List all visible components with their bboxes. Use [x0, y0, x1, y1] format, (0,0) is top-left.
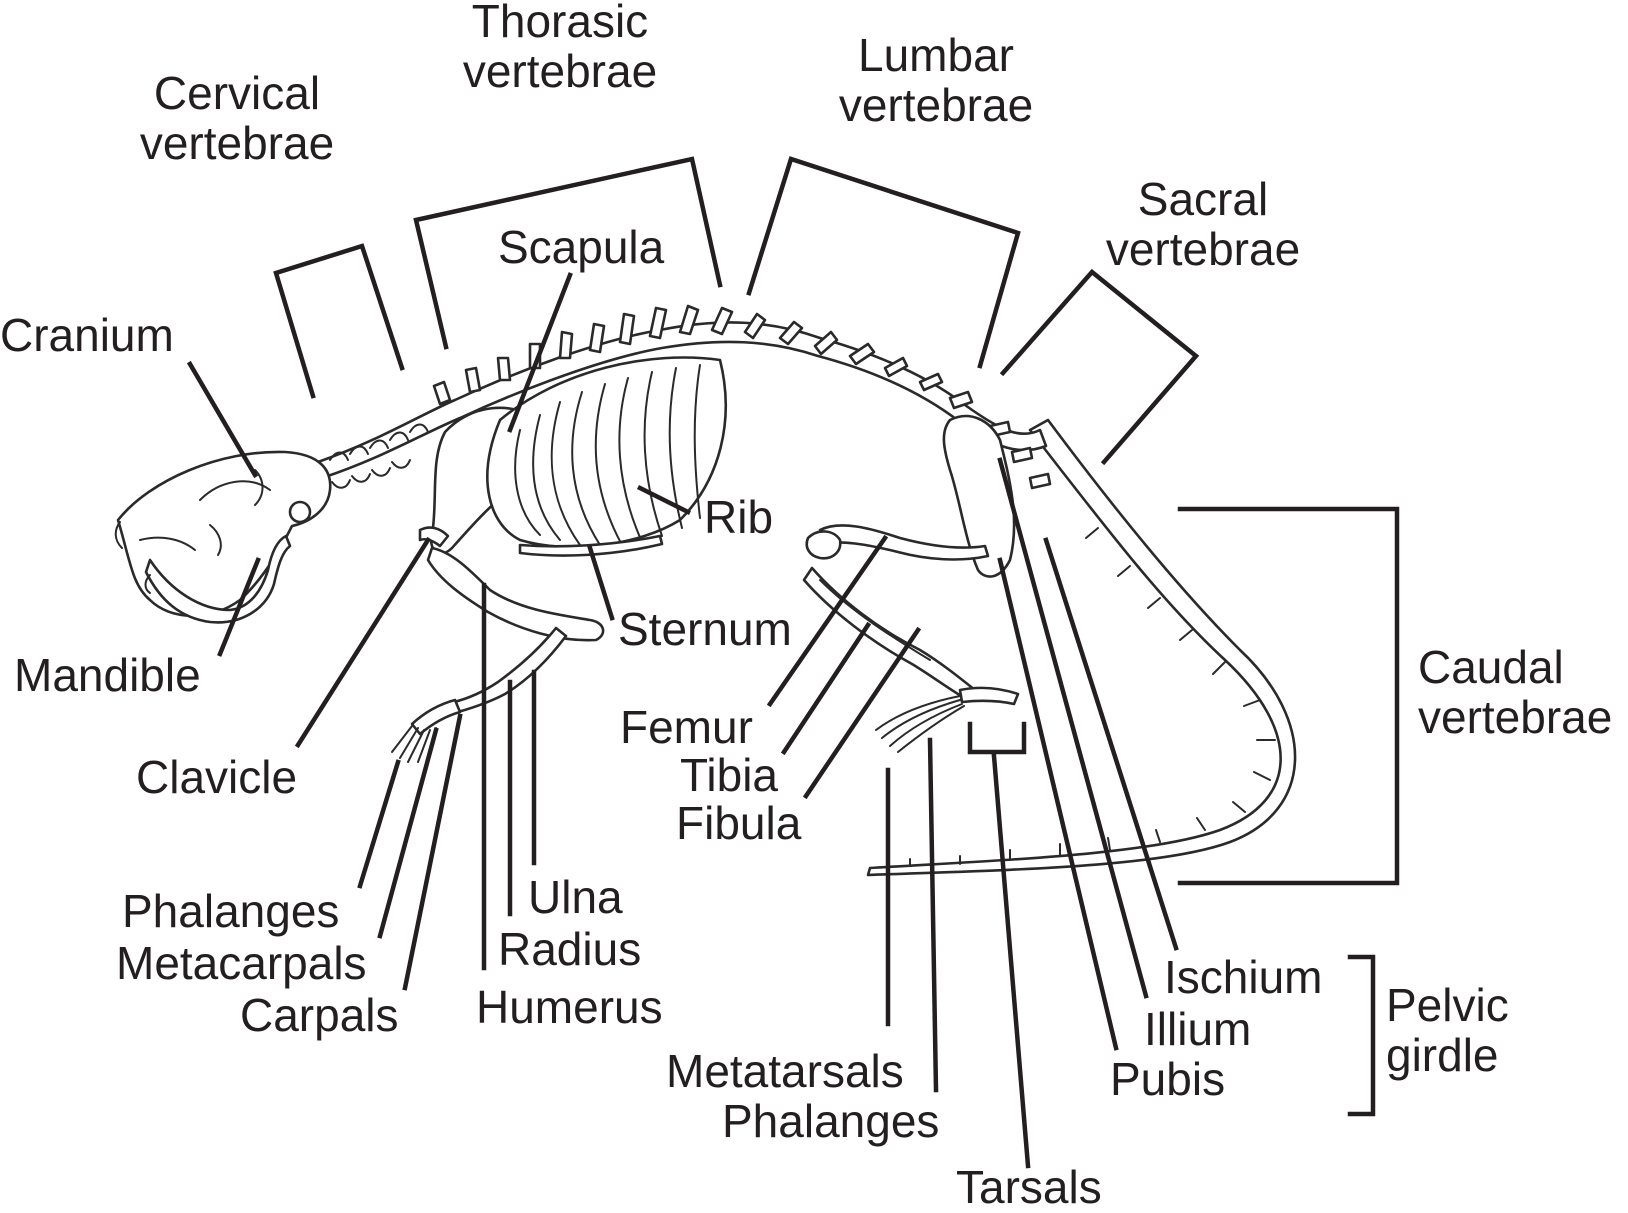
- hindpaw-tarsals: [958, 686, 1020, 706]
- pelvic-line-2: girdle: [1386, 1029, 1499, 1081]
- humerus-bone: [426, 546, 605, 642]
- cervical-line-1: Cervical: [153, 67, 321, 119]
- incisors: [114, 521, 151, 594]
- sacral-line-2: vertebrae: [1105, 223, 1301, 275]
- forepaw-carpals: [410, 698, 462, 736]
- label-metacarpals: Metacarpals: [116, 937, 367, 989]
- fibula-line: [819, 579, 931, 661]
- tarsals-leader: [991, 753, 1031, 1169]
- label-pelvic-girdle: Pelvic girdle: [1386, 980, 1509, 1080]
- label-phalanges-hind: Phalanges: [722, 1095, 940, 1147]
- skull-detail: [139, 469, 271, 556]
- thorasic-line-2: vertebrae: [462, 45, 658, 97]
- vertebral-column: [316, 321, 1048, 480]
- label-carpals: Carpals: [240, 989, 399, 1041]
- tail-segment-marks: [909, 527, 1276, 867]
- pelvis-bone: [942, 414, 1016, 578]
- hindpaw-digits: [875, 695, 965, 753]
- mandible-leader: [217, 557, 261, 657]
- pubis-leader: [997, 557, 1119, 1051]
- tail-vertebrae: [866, 418, 1297, 877]
- label-clavicle: Clavicle: [136, 751, 298, 803]
- label-thorasic-vertebrae: Thorasic vertebrae: [442, 0, 678, 96]
- thorasic-line-1: Thorasic: [471, 0, 649, 47]
- illium-leader: [997, 457, 1149, 999]
- label-cranium: Cranium: [0, 309, 174, 361]
- caudal-bracket: [1177, 506, 1400, 886]
- carpals-leader: [402, 713, 463, 991]
- label-phalanges-fore: Phalanges: [122, 885, 340, 937]
- lumbar-line-2: vertebrae: [838, 79, 1034, 131]
- ischium-leader: [1043, 537, 1179, 951]
- label-lumbar-vertebrae: Lumbar vertebrae: [818, 30, 1054, 130]
- pelvic-girdle-bracket: [1347, 954, 1376, 1117]
- caudal-line-2: vertebrae: [1418, 691, 1613, 743]
- metacarpals-leader: [377, 727, 439, 939]
- cervical-bracket: [273, 243, 405, 399]
- label-radius: Radius: [498, 923, 642, 975]
- scapula-leader: [507, 272, 573, 433]
- phalanges-hind-leader: [927, 737, 939, 1093]
- lumbar-line-1: Lumbar: [858, 29, 1014, 81]
- skull-mandible: [144, 534, 292, 624]
- thorasic-bracket: [413, 156, 723, 350]
- skull-cranium: [116, 450, 332, 617]
- label-rib: Rib: [704, 491, 774, 543]
- femur-leader: [766, 534, 889, 708]
- label-sacral-vertebrae: Sacral vertebrae: [1085, 174, 1321, 274]
- label-scapula: Scapula: [498, 221, 665, 273]
- phalanges-fore-leader: [357, 759, 401, 889]
- knee-joint: [805, 530, 842, 560]
- forepaw-digits: [391, 725, 437, 763]
- label-sternum: Sternum: [618, 603, 792, 655]
- label-pubis: Pubis: [1110, 1053, 1226, 1105]
- fibula-leader: [802, 626, 922, 800]
- label-illium: Illium: [1144, 1003, 1252, 1055]
- lumbar-bracket: [746, 156, 1021, 369]
- sacral-bracket: [999, 268, 1200, 466]
- clavicle-bone: [418, 526, 450, 548]
- sacral-line-1: Sacral: [1137, 173, 1269, 225]
- label-tibia: Tibia: [680, 749, 778, 801]
- rib-leader: [636, 484, 692, 516]
- label-humerus: Humerus: [476, 981, 663, 1033]
- label-metatarsals: Metatarsals: [666, 1045, 904, 1097]
- clavicle-leader: [294, 536, 432, 749]
- label-femur: Femur: [620, 701, 753, 753]
- leader-lines: [186, 272, 1179, 1169]
- label-ischium: Ischium: [1164, 951, 1323, 1003]
- tarsals-bracket: [967, 721, 1027, 755]
- label-fibula: Fibula: [676, 797, 802, 849]
- cranium-leader: [186, 360, 259, 479]
- pelvic-line-1: Pelvic: [1386, 979, 1509, 1031]
- tibia-leader: [780, 621, 872, 756]
- ear-bulla: [288, 500, 312, 524]
- label-mandible: Mandible: [14, 649, 201, 701]
- femur-bone: [818, 524, 990, 561]
- caudal-line-1: Caudal: [1418, 641, 1564, 693]
- label-ulna: Ulna: [528, 871, 623, 923]
- sternum-leader: [587, 545, 615, 621]
- cervical-vertebrae-bones: [329, 423, 429, 489]
- spinous-processes: [432, 304, 1052, 490]
- region-brackets: [273, 156, 1400, 1117]
- cervical-line-2: vertebrae: [139, 117, 335, 169]
- label-cervical-vertebrae: Cervical vertebrae: [118, 68, 356, 168]
- label-tarsals: Tarsals: [956, 1161, 1102, 1213]
- label-caudal-vertebrae: Caudal vertebrae: [1418, 642, 1612, 742]
